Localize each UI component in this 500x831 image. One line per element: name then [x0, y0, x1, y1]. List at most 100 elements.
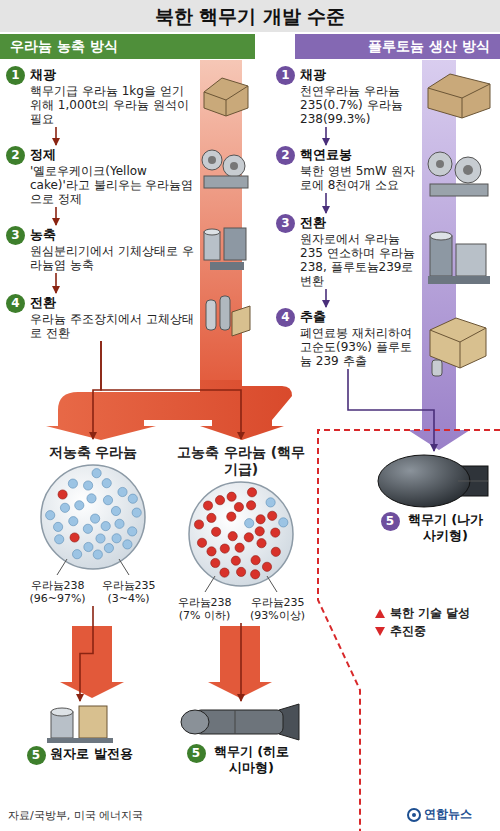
- sample-heading: 고농축 우라늄 (핵무기급): [168, 440, 314, 480]
- product-label: 핵무기 (히로시마형): [210, 744, 294, 776]
- u235-dot: [215, 496, 224, 505]
- flow-connector: [325, 127, 327, 145]
- u235-dot: [235, 543, 244, 552]
- product-label-row: 5핵무기 (히로시마형): [162, 744, 318, 776]
- u235-dot: [257, 539, 266, 548]
- u235-dot: [231, 556, 240, 565]
- u238-dot: [69, 517, 78, 526]
- header-text: 플루토늄 생산 방식: [305, 38, 490, 55]
- callout-number: 5: [27, 746, 46, 765]
- power-reactor: [45, 702, 115, 744]
- step-heading: 농축: [30, 226, 194, 244]
- end-product: 5핵무기 (나가사키형): [372, 452, 496, 544]
- method-header: 우라늄 농축 방식: [0, 34, 255, 59]
- step-body: 원심분리기에서 기체상태로 우라늄염 농축: [30, 244, 194, 272]
- reactor-icon: [428, 232, 490, 284]
- callout-number: 5: [187, 744, 206, 763]
- u235-dot: [251, 570, 260, 579]
- legend-sample: [374, 608, 386, 619]
- sample-labels: 우라늄238 (7% 이하)우라늄235 (93%이상): [168, 596, 314, 622]
- step-heading: 전환: [30, 294, 194, 312]
- mining-icon: [204, 78, 248, 116]
- flow-connector: [55, 127, 57, 145]
- reprocessing-icon: [430, 318, 486, 376]
- u238-dot: [84, 481, 93, 490]
- u235-dot: [244, 533, 253, 542]
- end-product: 5원자로 발전용: [18, 702, 142, 765]
- u235-dot: [228, 532, 237, 541]
- flow-connector: [348, 369, 434, 451]
- u235-dot: [207, 547, 216, 556]
- flow-connector: [325, 289, 327, 307]
- isotope-label: 우라늄235 (93%이상): [241, 596, 314, 622]
- callout-number: 3: [276, 214, 295, 233]
- u238-dot: [46, 511, 55, 520]
- u235-dot: [194, 520, 203, 529]
- step-body: 원자로에서 우라늄235 연소하며 우라늄238, 플루토늄239로 변환: [300, 232, 418, 288]
- u235-dot: [207, 513, 216, 522]
- flow-connector: [325, 193, 327, 213]
- u235-dot: [262, 562, 271, 571]
- uranium-sample: 고농축 우라늄 (핵무기급) 우라늄238 (7% 이하)우라늄235 (93%이…: [168, 440, 314, 622]
- u238-dot: [132, 508, 141, 517]
- legend-sample: [374, 626, 386, 637]
- product-label-row: 5원자로 발전용: [18, 746, 142, 765]
- end-product: 5핵무기 (히로시마형): [162, 702, 318, 776]
- leader-line: [267, 576, 277, 592]
- flow-connector: [80, 606, 93, 701]
- process-step: 1채광천연우라늄 우라늄235(0.7%) 우라늄238(99.3%): [276, 66, 420, 126]
- process-step: 4전환우라늄 주조장치에서 고체상태로 전환: [6, 294, 196, 340]
- u235-dot: [197, 538, 206, 547]
- u238-dot: [128, 494, 137, 503]
- u235-dot: [203, 501, 212, 510]
- u238-dot: [54, 522, 63, 531]
- u235-dot: [70, 533, 79, 542]
- u238-dot: [118, 487, 127, 496]
- process-step: 2정제'옐로우케이크(Yellow cake)'라고 불리우는 우라늄염으로 정…: [6, 146, 196, 206]
- u238-dot: [84, 542, 93, 551]
- step-body: 천연우라늄 우라늄235(0.7%) 우라늄238(99.3%): [300, 84, 418, 126]
- step-heading: 채광: [300, 66, 418, 84]
- step-heading: 채광: [30, 66, 194, 84]
- ore-icon: [428, 74, 490, 118]
- step-body: 핵무기급 우라늄 1kg을 얻기 위해 1,000t의 우라늄 원석이 필요: [30, 84, 194, 126]
- step-heading: 정제: [30, 146, 194, 164]
- u235-dot: [268, 511, 277, 520]
- u238-dot: [73, 550, 82, 559]
- leader-line: [205, 576, 215, 592]
- u235-dot: [247, 501, 256, 510]
- step-body: 북한 영변 5mW 원자로에 8천여개 소요: [300, 164, 418, 192]
- callout-number: 5: [381, 512, 400, 531]
- isotope-label: 우라늄238 (96~97%): [22, 579, 93, 605]
- u238-dot: [91, 514, 100, 523]
- u238-dot: [83, 524, 92, 533]
- u238-dot: [75, 501, 84, 510]
- u238-dot: [68, 479, 77, 488]
- u235-dot: [271, 547, 280, 556]
- title: 북한 핵무기 개발 수준: [0, 0, 500, 32]
- agency-credit: 연합뉴스: [424, 806, 472, 823]
- u238-dot: [245, 519, 254, 528]
- product-label-row: 5핵무기 (나가사키형): [372, 512, 496, 544]
- u238-dot: [102, 479, 111, 488]
- u238-dot: [101, 522, 110, 531]
- process-step: 2핵연료봉북한 영변 5mW 원자로에 8천여개 소요: [276, 146, 420, 192]
- flow-connector: [101, 341, 241, 439]
- flow-connector: [55, 207, 57, 225]
- sample-labels: 우라늄238 (96~97%)우라늄235 (3~4%): [22, 579, 164, 605]
- u235-dot: [212, 527, 221, 536]
- u238-dot: [128, 527, 137, 536]
- hiroshima-bomb: [175, 702, 305, 742]
- sample-circle: [41, 465, 145, 569]
- legend-text: 추진중: [390, 624, 426, 639]
- isotope-label: 우라늄238 (7% 이하): [168, 596, 241, 622]
- refining-icon: [202, 150, 248, 188]
- u238-dot: [111, 506, 120, 515]
- callout-number: 1: [6, 66, 25, 85]
- step-body: '옐로우케이크(Yellow cake)'라고 불리우는 우라늄염으로 정제: [30, 164, 194, 206]
- status-boundary: [318, 430, 500, 831]
- callout-number: 4: [276, 308, 295, 327]
- u235-dot: [58, 490, 67, 499]
